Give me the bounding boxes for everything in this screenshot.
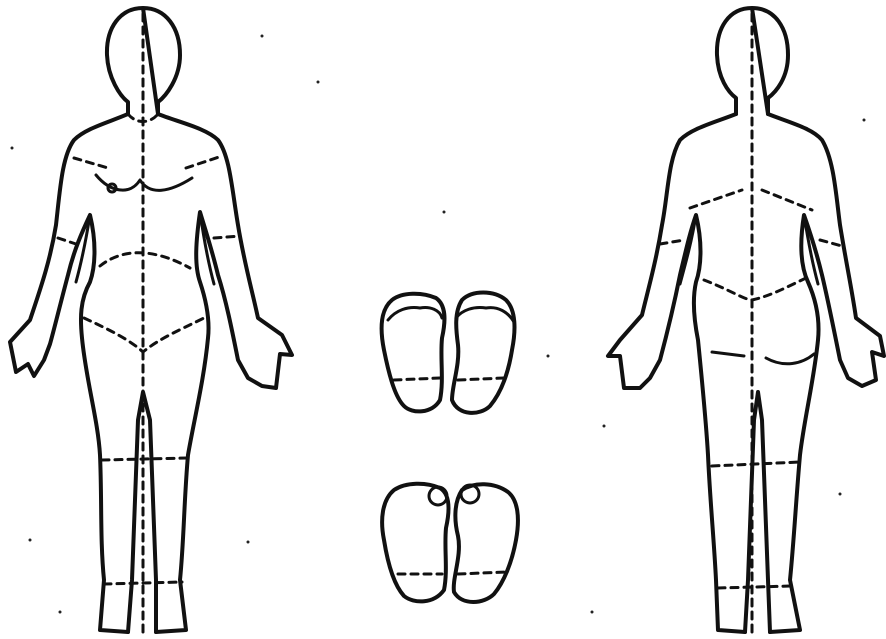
foot-sole-left-toes xyxy=(388,307,442,320)
back-shoulder-line-right xyxy=(762,190,812,210)
back-waist-line xyxy=(704,278,806,300)
front-shoulder-line-left xyxy=(74,158,108,168)
feet-tops-bottom xyxy=(382,484,518,602)
back-inner-legs xyxy=(745,392,770,632)
back-ankle-line xyxy=(718,586,792,588)
foot-top-left xyxy=(382,484,448,602)
front-ankle-line xyxy=(104,582,182,584)
foot-sole-right-line xyxy=(458,378,504,380)
foot-sole-left-line xyxy=(394,378,440,380)
back-inner-arm-left xyxy=(680,215,696,284)
foot-top-right-line xyxy=(458,572,506,574)
back-buttock-fold-right xyxy=(766,354,814,364)
back-buttock-fold-left xyxy=(712,352,744,356)
front-body-right-outline xyxy=(156,114,292,632)
back-upper-arm-line-left xyxy=(660,240,684,244)
back-body-right-outline xyxy=(768,114,884,632)
front-upper-arm-line-right xyxy=(214,236,240,238)
front-knee-line xyxy=(102,458,188,460)
body-back-figure xyxy=(608,8,884,632)
back-shoulder-line-left xyxy=(690,190,742,208)
front-waist-line xyxy=(100,253,190,268)
body-front-figure xyxy=(10,8,292,632)
foot-sole-right-toes xyxy=(456,307,514,322)
front-shoulder-line-right xyxy=(186,156,222,168)
front-upper-arm-line-left xyxy=(58,238,76,244)
back-upper-arm-line-right xyxy=(820,240,842,246)
foot-top-left-big-toe xyxy=(429,487,447,505)
back-body-left-outline xyxy=(608,114,745,632)
back-knee-line xyxy=(712,462,800,466)
feet-soles-top xyxy=(382,293,515,413)
